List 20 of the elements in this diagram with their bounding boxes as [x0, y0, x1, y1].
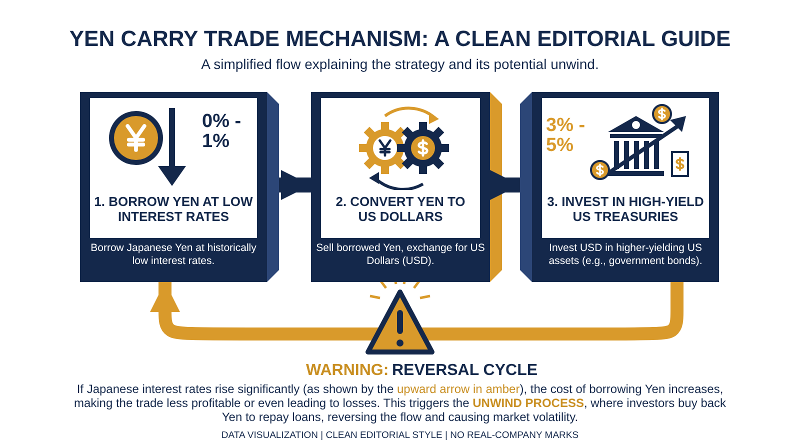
rate-range: 3% - 5%: [546, 116, 586, 156]
step-heading: 1. BORROW YEN AT LOW INTEREST RATES: [94, 194, 253, 224]
flow-arrow: [150, 280, 684, 340]
step-heading: 2. CONVERT YEN TO US DOLLARS: [334, 194, 466, 224]
title: YEN CARRY TRADE MECHANISM: A CLEAN EDITORIAL GUIDE: [68, 26, 732, 52]
subtitle: A simplified flow explaining the strategy and its potential unwind.: [200, 56, 600, 72]
flow-arrow: [279, 170, 311, 200]
step-card: [80, 92, 267, 282]
warning-heading: REVERSAL CYCLE: [392, 362, 539, 380]
step-description: Invest USD in higher-yielding US assets (e.g., government bonds).: [548, 242, 704, 268]
step-description: Borrow Japanese Yen at historically low interest rates.: [90, 242, 258, 268]
step-card: [311, 92, 490, 282]
flow-arrow: [490, 170, 520, 200]
rate-range: 0% - 1%: [202, 112, 242, 152]
step-description: Sell borrowed Yen, exchange for US Dollars (USD).: [315, 242, 486, 268]
footer-note: DATA VISUALIZATION | CLEAN EDITORIAL STYLE | NO REAL-COMPANY MARKS: [220, 430, 580, 441]
warning-paragraph: If Japanese interest rates rise significantly (as shown by the upward arrow in amber), the cost of borrowing Yen increases, making the trade less profitable or even leading to losses. This triggers the UNWIND PROCESS, where investors buy back Yen to repay loans, reversing the flow and causing market volatility.: [72, 382, 728, 424]
step-card: [532, 92, 719, 282]
step-heading: 3. INVEST IN HIGH-YIELD US TREASURIES: [546, 194, 705, 224]
warning-label: WARNING:: [306, 362, 388, 380]
